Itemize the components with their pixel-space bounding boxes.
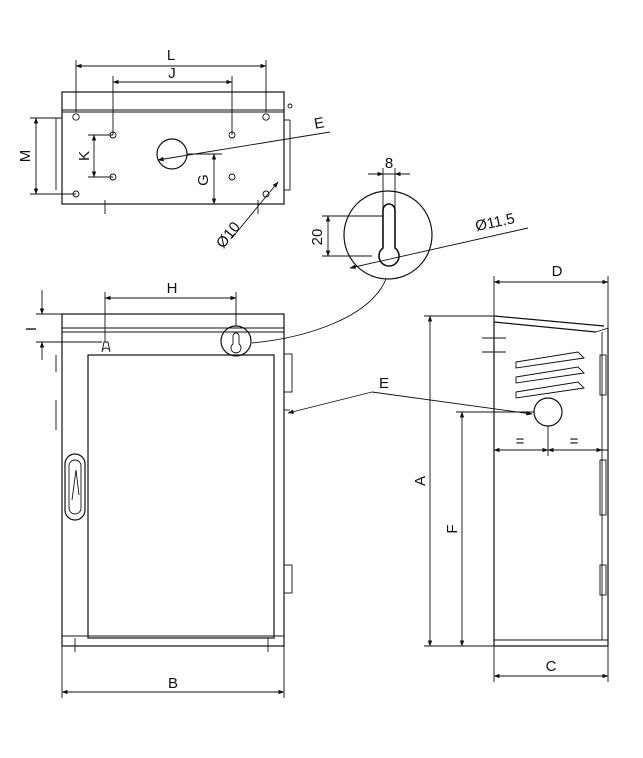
dim-J-label: J — [168, 65, 176, 82]
cable-entry-circle — [156, 138, 188, 170]
detail-connector-leader — [251, 278, 387, 344]
keyhole-detail: 8 20 Ø11.5 — [251, 155, 529, 344]
top-view: L J M K G E Ø10 — [17, 47, 331, 252]
hinge-icon — [283, 564, 293, 594]
leader-E-mid-right — [371, 391, 533, 416]
leader-d10-label: Ø10 — [213, 219, 244, 252]
hinge-icon — [599, 459, 607, 516]
dim-D-label: D — [552, 263, 563, 280]
dim-eq-label-left: = — [516, 433, 525, 450]
roof-lip — [595, 327, 609, 333]
dim-A-label: A — [412, 476, 429, 486]
leader-d10 — [231, 181, 279, 239]
dim-L-label: L — [167, 47, 175, 64]
dim-B-label: B — [168, 675, 178, 692]
side-view: D = = A F C — [412, 263, 609, 682]
hole-icon — [228, 173, 236, 181]
leader-E-mid-label: E — [379, 375, 389, 392]
keyhole-icon — [230, 332, 242, 354]
louvre-icon — [515, 381, 585, 399]
dim-M-label: M — [17, 150, 34, 163]
keyhole-detail-circle — [220, 325, 252, 357]
dim-20-label: 20 — [309, 229, 326, 246]
dim-I-label: I — [23, 327, 40, 331]
hinge-icon — [599, 564, 607, 596]
hole-icon — [262, 113, 270, 121]
top-view-outline — [61, 91, 285, 205]
dim-C-label: C — [546, 658, 557, 675]
hinge-icon — [283, 353, 293, 393]
dim-G-label: G — [195, 174, 212, 186]
hole-icon — [72, 113, 80, 121]
handle-lever-icon — [71, 469, 80, 501]
dim-F-label: F — [444, 524, 461, 533]
roof-top-edge — [493, 315, 605, 327]
leader-E-top-label: E — [313, 114, 326, 132]
leader-E-mid: E — [287, 375, 533, 416]
dim-eq-label-right: = — [570, 433, 579, 450]
front-view: H I B — [23, 280, 293, 698]
louvre-icon — [515, 351, 585, 369]
dim-K-label: K — [76, 151, 93, 161]
leader-E-mid-left — [287, 391, 373, 414]
keyhole-icon — [101, 341, 111, 353]
leader-d115 — [349, 227, 529, 269]
keyhole-slot-icon — [378, 203, 400, 267]
hole-icon — [287, 103, 293, 109]
dim-8-label: 8 — [385, 155, 393, 172]
louvre-icon — [515, 366, 585, 384]
leader-d115-label: Ø11.5 — [474, 210, 516, 235]
detail-circle — [343, 190, 433, 280]
door-handle-inner — [68, 459, 82, 515]
door-handle-icon — [64, 453, 86, 521]
hinge-icon — [599, 354, 607, 396]
leader-E-top — [157, 131, 331, 162]
roof-bottom-edge — [493, 321, 597, 333]
dim-H-label: H — [167, 280, 178, 297]
door-window — [87, 354, 275, 639]
side-cable-entry-circle — [533, 397, 563, 427]
front-view-outline — [61, 313, 285, 647]
